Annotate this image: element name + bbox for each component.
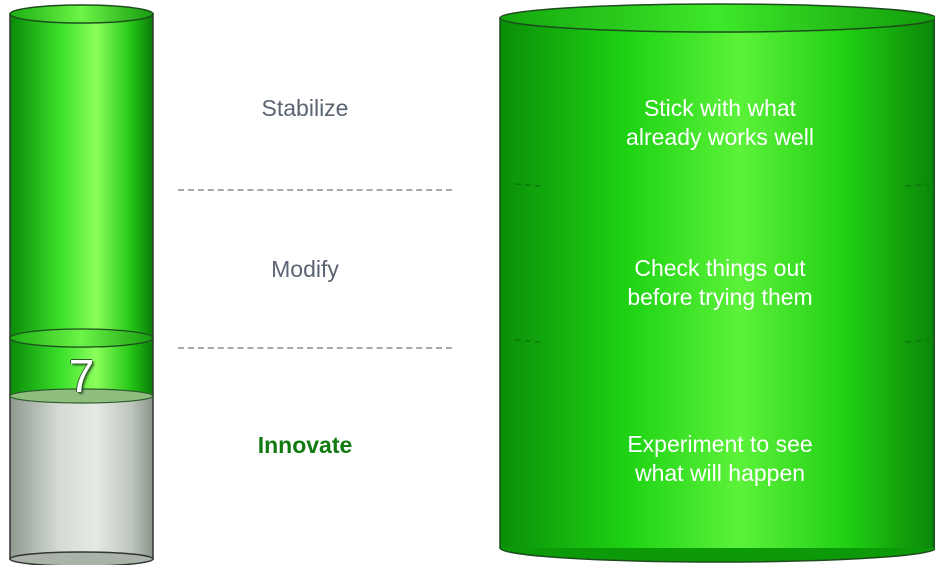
separator-line [178, 347, 452, 349]
gauge-empty-section [9, 394, 154, 560]
description-stabilize: Stick with what already works well [520, 94, 920, 152]
description-line: already works well [626, 124, 814, 150]
description-line: what will happen [634, 460, 806, 486]
gauge-top-cap [9, 4, 154, 24]
gauge-value: 7 [68, 350, 95, 402]
separator-line [178, 189, 452, 191]
description-line: before trying them [627, 284, 813, 310]
description-innovate: Experiment to see what will happen [520, 430, 920, 488]
level-gauge [9, 4, 154, 565]
gauge-upper-section [9, 13, 154, 339]
description-line: Stick with what [643, 95, 797, 121]
level-label-modify: Modify [271, 256, 339, 282]
cylinder-top-cap [499, 3, 935, 33]
level-label-innovate: Innovate [257, 432, 353, 458]
level-label-stabilize: Stabilize [261, 95, 349, 121]
description-line: Experiment to see [627, 431, 813, 457]
description-modify: Check things out before trying them [520, 254, 920, 312]
description-line: Check things out [634, 255, 806, 281]
